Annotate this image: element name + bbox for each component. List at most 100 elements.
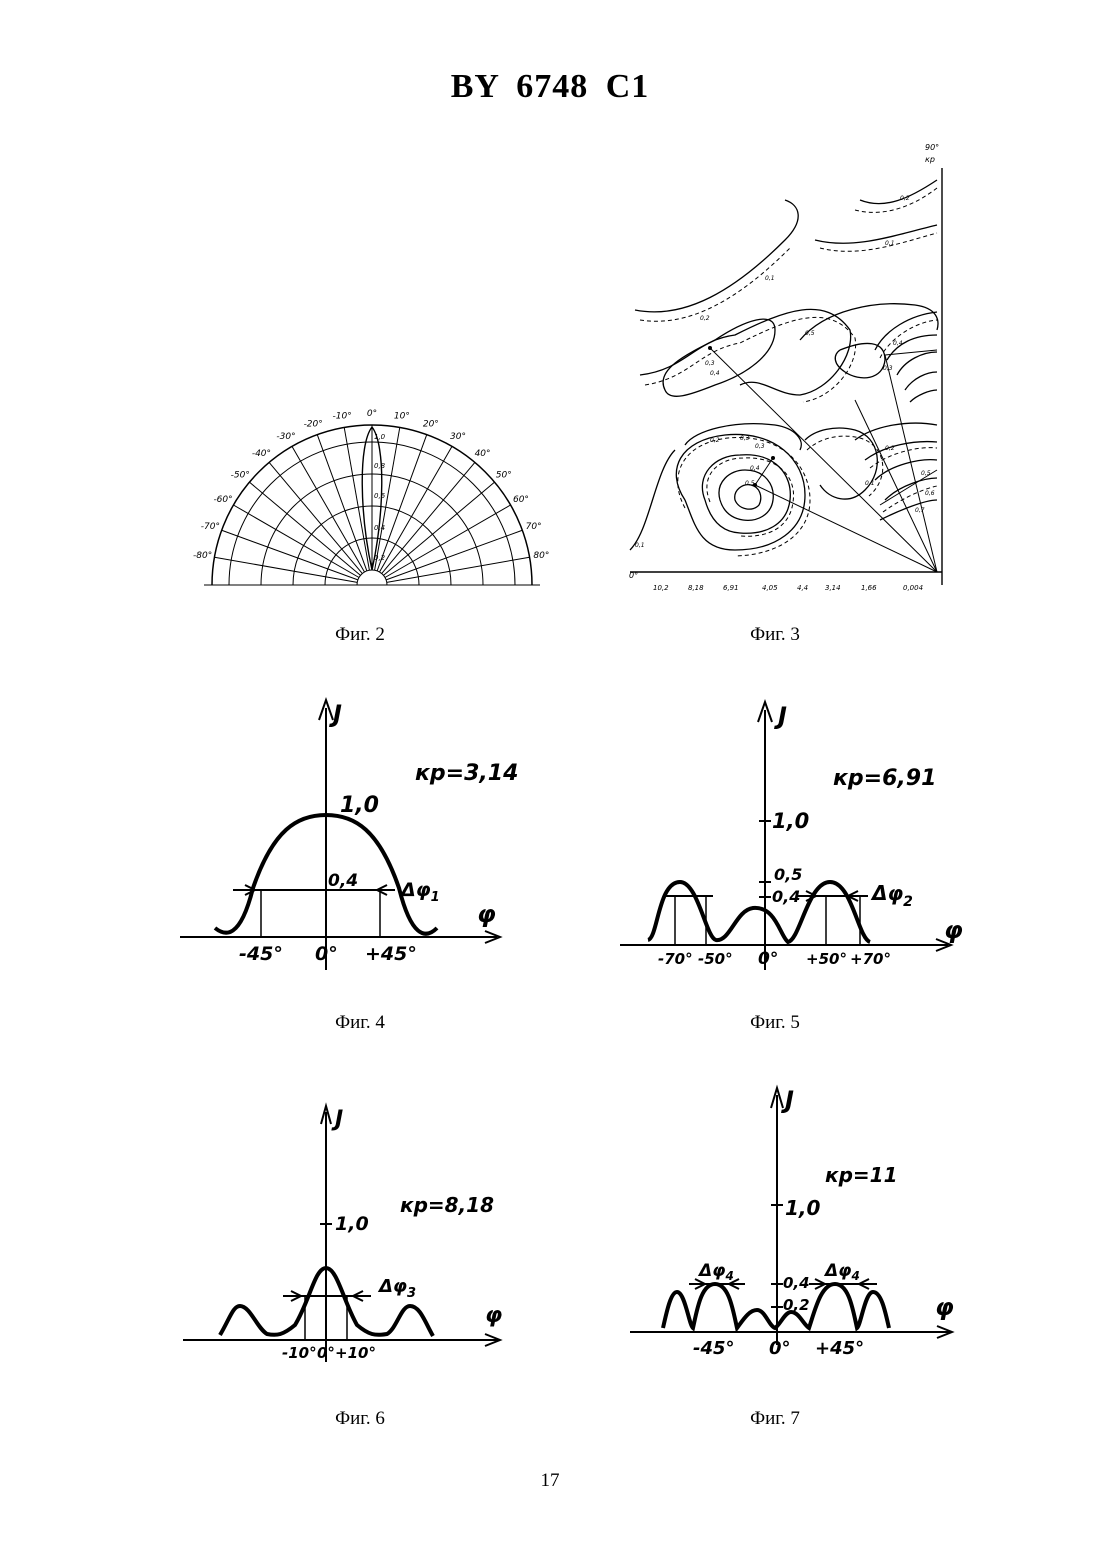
fig7-y-axis-label: J	[781, 1086, 794, 1114]
fig2-angle-label: 70°	[526, 522, 542, 532]
fig7-xtick-minus45: -45°	[693, 1338, 735, 1359]
fig3-contour	[800, 304, 938, 340]
fig7-delta-right: Δφ4	[823, 1261, 860, 1283]
fig3-bottom-label: 4,4	[797, 584, 808, 592]
fig2-angle-label: -10°	[333, 412, 352, 422]
fig3-contour	[887, 335, 937, 360]
fig3-contour-label: 0,4	[893, 340, 903, 347]
fig6-delta-label: Δφ3	[377, 1276, 416, 1301]
fig2-angle-label: 50°	[496, 470, 512, 480]
fig3-contour	[645, 317, 856, 402]
fig6-graph: J кр=8,18 1,0 Δφ3 φ -10° 0° +10°	[175, 1100, 515, 1380]
fig3-bottom-label: 10,2	[653, 584, 669, 592]
fig7-tick-04: 0,4	[783, 1274, 810, 1292]
fig3-contour	[807, 436, 883, 496]
fig2-angle-label: -20°	[304, 419, 323, 429]
fig6-xtick-plus10: +10°	[335, 1344, 376, 1362]
fig6-y-axis-label: J	[331, 1107, 343, 1132]
fig2-caption: Фиг. 2	[260, 624, 460, 646]
fig3-corner-axis: кр	[925, 155, 935, 164]
fig4-delta-label: Δφ1	[399, 879, 440, 905]
fig6-delta-sub: 3	[407, 1286, 416, 1301]
fig2-radial-line	[214, 557, 357, 582]
fig2-angle-label: -50°	[231, 470, 250, 480]
fig3-contour-label: 0,5	[745, 480, 755, 487]
fig2-angle-label: 20°	[423, 419, 439, 429]
fig5-xtick-plus50: +50°	[806, 950, 847, 968]
fig3-bottom-label: 0,004	[903, 584, 923, 592]
fig2-radial-label: 0,2	[374, 554, 386, 562]
fig3-contour-label: 0,3	[740, 435, 750, 442]
fig4-tick-1: 1,0	[340, 793, 379, 818]
fig2-polar-diagram: -80°-70°-60°-50°-40°-30°-20°-10°0°10°20°…	[185, 405, 545, 605]
fig3-contour-label: 0,3	[755, 443, 765, 450]
fig7-xtick-0: 0°	[769, 1338, 791, 1359]
fig5-xtick-minus50: -50°	[698, 950, 733, 968]
fig3-contour-label: 0,4	[750, 465, 760, 472]
fig5-tick-05: 0,5	[774, 865, 802, 884]
fig4-x-axis-label: φ	[477, 900, 496, 928]
fig3-caption: Фиг. 3	[675, 624, 875, 646]
fig3-bottom-label: 6,91	[723, 584, 739, 592]
fig3-contour-label: 0,2	[710, 437, 720, 444]
fig4-kp-label: кр=3,14	[415, 761, 518, 786]
fig5-delta-sub: 2	[903, 894, 913, 910]
fig4-caption: Фиг. 4	[260, 1012, 460, 1034]
fig7-delta-right-sub: 4	[850, 1269, 859, 1283]
fig2-angle-label: 40°	[475, 449, 491, 459]
page-number: 17	[0, 1470, 1100, 1492]
fig3-contour	[815, 225, 937, 243]
fig2-angle-label: 30°	[450, 432, 466, 442]
fig5-delta-label: Δφ2	[870, 881, 913, 910]
fig5-xtick-0: 0°	[758, 949, 778, 969]
fig3-contour	[805, 428, 877, 499]
fig3-contour-map: 90°кр0°10,28,186,914,054,43,141,660,0040…	[625, 140, 955, 595]
fig3-contour-label: 0,7	[915, 507, 925, 514]
fig3-bottom-label: 3,14	[825, 584, 841, 592]
fig3-bottom-label: 4,05	[762, 584, 778, 592]
fig2-angle-label: -80°	[193, 551, 212, 561]
fig3-contour-label: 0,3	[705, 360, 715, 367]
fig5-graph: J кр=6,91 1,0 0,5 0,4 Δφ2 φ -70° -50° 0°…	[618, 690, 968, 980]
fig3-contour	[735, 485, 761, 509]
fig5-y-axis-label: J	[774, 702, 787, 730]
fig3-contour	[910, 390, 937, 402]
fig7-xtick-plus45: +45°	[815, 1338, 864, 1359]
fig3-contour	[880, 500, 937, 520]
fig3-contour-label: 0,6	[925, 490, 935, 497]
fig3-contour-label: 0,4	[710, 370, 720, 377]
fig3-bottom-label: 8,18	[688, 584, 704, 592]
fig2-angle-label: 0°	[367, 409, 377, 419]
fig2-radial-label: 0,8	[374, 462, 386, 470]
fig2-radial-label: 0,4	[374, 524, 385, 532]
fig3-contour	[635, 200, 798, 312]
fig3-corner-top: 90°	[925, 143, 939, 152]
fig2-angle-label: 10°	[394, 412, 410, 422]
fig6-tick-1: 1,0	[335, 1213, 369, 1235]
fig4-delta: Δφ	[399, 879, 431, 901]
fig6-delta: Δφ	[377, 1276, 407, 1297]
fig3-contour	[855, 188, 937, 212]
fig6-caption: Фиг. 6	[260, 1408, 460, 1430]
fig2-radial-label: 1,0	[374, 433, 386, 441]
fig5-kp-label: кр=6,91	[833, 766, 936, 791]
fig5-delta: Δφ	[870, 881, 903, 905]
fig7-caption: Фиг. 7	[675, 1408, 875, 1430]
fig3-contour-label: 0,1	[865, 480, 875, 487]
fig6-kp-label: кр=8,18	[400, 1193, 494, 1217]
fig3-contour	[640, 248, 790, 321]
fig4-graph: J кр=3,14 1,0 0,4 Δφ1 φ -45° 0° +45°	[175, 690, 515, 980]
fig3-points	[708, 346, 775, 487]
fig2-radial-label: 0,6	[374, 492, 386, 500]
fig2-angle-label: -70°	[201, 522, 220, 532]
fig3-contour	[860, 180, 937, 204]
fig7-delta-left-sym: Δφ	[697, 1261, 725, 1281]
fig3-bottom-label: 1,66	[861, 584, 877, 592]
fig3-contour	[835, 343, 885, 377]
fig6-xtick-minus10: -10°	[282, 1344, 317, 1362]
fig3-contour-label: 0,2	[885, 445, 895, 452]
fig3-contour-label: 0,5	[805, 330, 815, 337]
fig3-contour-label: 0,2	[900, 195, 910, 202]
fig7-graph: J кр=11 1,0 0,4 0,2 Δφ4 Δφ4 φ -45° 0° +4…	[625, 1070, 970, 1365]
fig3-contour-label: 0,1	[885, 240, 895, 247]
